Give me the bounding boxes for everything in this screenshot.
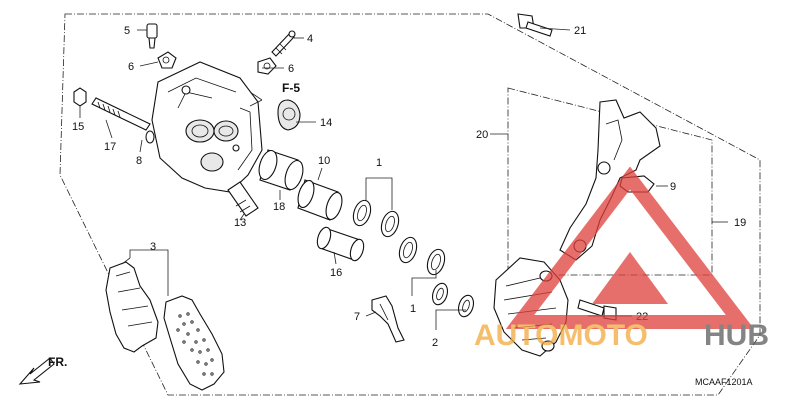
watermark-triangle-inner bbox=[592, 252, 668, 304]
label-part-10: 10 bbox=[318, 155, 330, 167]
brake-pad-left bbox=[105, 261, 159, 353]
watermark-text-part2: HUB bbox=[704, 319, 769, 352]
label-part-5: 5 bbox=[124, 25, 130, 37]
label-part-6-right: 6 bbox=[288, 63, 294, 75]
label-part-6-left: 6 bbox=[128, 61, 134, 73]
direction-label: FR. bbox=[48, 355, 67, 369]
bleeder-cap bbox=[146, 23, 158, 49]
label-part-18: 18 bbox=[273, 201, 285, 213]
label-part-20: 20 bbox=[476, 129, 488, 141]
caliper-body bbox=[151, 61, 263, 193]
label-part-21: 21 bbox=[574, 25, 586, 37]
label-part-8: 8 bbox=[136, 155, 142, 167]
label-part-3: 3 bbox=[150, 241, 156, 253]
label-part-19: 19 bbox=[734, 217, 746, 229]
label-part-16: 16 bbox=[330, 267, 342, 279]
label-part-2: 2 bbox=[432, 337, 438, 349]
clip-right bbox=[257, 57, 277, 75]
label-part-4: 4 bbox=[307, 33, 313, 45]
boot bbox=[277, 99, 301, 131]
seal-set-1 bbox=[352, 199, 400, 238]
clip-left bbox=[157, 51, 177, 69]
pin-plug bbox=[73, 87, 87, 107]
pad-pin bbox=[91, 97, 151, 131]
piston-small bbox=[316, 226, 365, 262]
label-part-1a: 1 bbox=[376, 157, 382, 169]
seal-set-2 bbox=[431, 282, 475, 318]
brake-pad-right bbox=[163, 295, 225, 391]
front-direction-arrow: FR. bbox=[18, 355, 67, 385]
diagram-code: MCAAF1201A bbox=[695, 377, 753, 387]
bracket-bolt-21 bbox=[517, 13, 553, 37]
part-labels: 5 6 4 6 F-5 15 14 17 8 10 1 18 13 16 3 1… bbox=[72, 25, 746, 349]
pad-spring bbox=[371, 295, 405, 343]
washer bbox=[145, 130, 155, 144]
assembly-boundary bbox=[59, 13, 761, 396]
label-part-15: 15 bbox=[72, 121, 84, 133]
seal-set-1b bbox=[398, 236, 446, 276]
label-part-14: 14 bbox=[320, 117, 332, 129]
caliper-bolt bbox=[227, 181, 259, 217]
label-part-13: 13 bbox=[234, 217, 246, 229]
label-part-17: 17 bbox=[104, 141, 116, 153]
watermark-text-part1: AUTOMOTO bbox=[474, 319, 648, 352]
label-part-1b: 1 bbox=[410, 303, 416, 315]
piston-large bbox=[258, 149, 304, 191]
label-part-7: 7 bbox=[354, 311, 360, 323]
automotohub-watermark: AUTOMOTO HUB bbox=[474, 166, 769, 352]
label-ref-f5: F-5 bbox=[282, 81, 300, 95]
bleeder-screw bbox=[271, 30, 296, 57]
watermark-triangle bbox=[505, 166, 755, 329]
label-part-9: 9 bbox=[670, 181, 676, 193]
piston-medium bbox=[297, 179, 343, 221]
